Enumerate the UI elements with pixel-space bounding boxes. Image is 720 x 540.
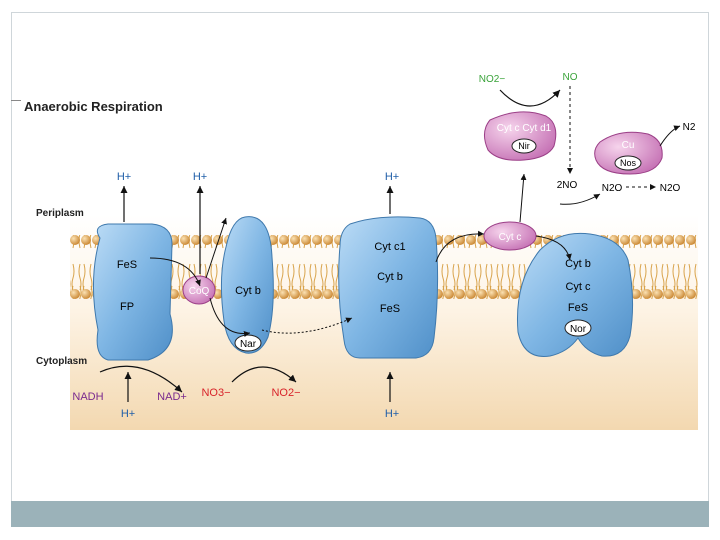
lipid-head [191,235,201,245]
lipid-head [631,289,641,299]
nos-label: Nos [620,158,637,168]
nitrate-arrow [231,366,297,383]
lipid-head [312,235,322,245]
cyt-c-mobile-label: Cyt c [499,232,522,243]
proton-arrows [120,186,394,402]
nor-label: Nor [570,324,587,335]
lipid-head [620,235,630,245]
lipid-head [290,289,300,299]
proton-label-4: H+ [121,408,135,420]
periplasm-label: Periplasm [36,208,84,219]
nor-cyt-b: Cyt b [565,258,591,270]
complex-i-fes: FeS [117,259,137,271]
page-title: Anaerobic Respiration [24,99,163,114]
nos-protein [594,131,663,175]
complex-i-fp: FP [120,301,134,313]
lipid-head [642,235,652,245]
proton-label-1: H+ [117,171,131,183]
lipid-head [312,289,322,299]
lipid-head [444,289,454,299]
lipid-head [290,235,300,245]
lipid-head [466,235,476,245]
lipid-head [653,289,663,299]
lipid-head [510,289,520,299]
coq-label: CoQ [189,286,210,297]
lipid-head [180,235,190,245]
lipid-head [488,289,498,299]
nor-cyt-c: Cyt c [565,281,591,293]
complex-i-protein [93,223,173,361]
lipid-head [81,289,91,299]
nos-cu: Cu [622,140,635,151]
lipid-head [642,289,652,299]
nar-cyt-b: Cyt b [235,285,261,297]
proton-label-3: H+ [385,171,399,183]
nir-label: Nir [518,141,530,151]
lipid-head [653,235,663,245]
proton-label-2: H+ [193,171,207,183]
lipid-head [664,289,674,299]
lipid-head [477,289,487,299]
complex-iii-fes: FeS [380,303,400,315]
lipid-head [323,235,333,245]
title-rule [11,100,21,101]
lipid-head [675,289,685,299]
nir-cyt-line: Cyt c Cyt d1 [497,123,552,134]
nitrite-label: NO2− [271,387,300,399]
lipid-head [323,289,333,299]
nor-protein [517,232,634,357]
lipid-head [631,235,641,245]
lipid-head [213,289,223,299]
lipid-head [686,289,696,299]
coq-quinone [182,275,216,305]
nir-no2-label: NO2− [479,74,506,85]
lipid-head [81,235,91,245]
lipid-head [70,289,80,299]
nor-subunit [564,319,592,337]
lipid-head [279,289,289,299]
nadh-arrow [99,365,183,393]
complex-iii-protein [338,216,439,359]
lipid-head [455,289,465,299]
nar-label: Nar [240,339,257,350]
two-no-label: 2NO [557,180,578,191]
nadh-label: NADH [72,391,103,403]
lipid-head [664,235,674,245]
lipid-head [202,235,212,245]
complex-iii-cyt-c1: Cyt c1 [374,241,405,253]
footer-bar [11,501,709,527]
nitrate-label: NO3− [201,387,230,399]
lipid-head [499,289,509,299]
n2-label: N2 [683,122,696,133]
nir-protein [484,111,557,161]
electron-path [149,173,601,337]
nar-protein [220,216,274,354]
nor-fes: FeS [568,302,588,314]
lipid-head [70,235,80,245]
lipid-head [169,289,179,299]
complex-iii-cyt-b: Cyt b [377,271,403,283]
cytoplasm-label: Cytoplasm [36,356,87,367]
lipid-head [279,235,289,245]
lipid-head [444,235,454,245]
lipid-head [675,235,685,245]
nir-no-label: NO [563,72,578,83]
nir-arrow [499,89,561,107]
n2o-right-label: N2O [660,183,681,194]
lipid-head [686,235,696,245]
proton-label-5: H+ [385,408,399,420]
nad-plus-label: NAD+ [157,391,187,403]
n2o-left-label: N2O [602,183,623,194]
nir-subunit [511,138,537,154]
lipid-head [466,289,476,299]
lipid-head [301,235,311,245]
nos-subunit [614,155,642,171]
n2-arrow [659,125,681,147]
lipid-head [213,235,223,245]
lipid-head [301,289,311,299]
